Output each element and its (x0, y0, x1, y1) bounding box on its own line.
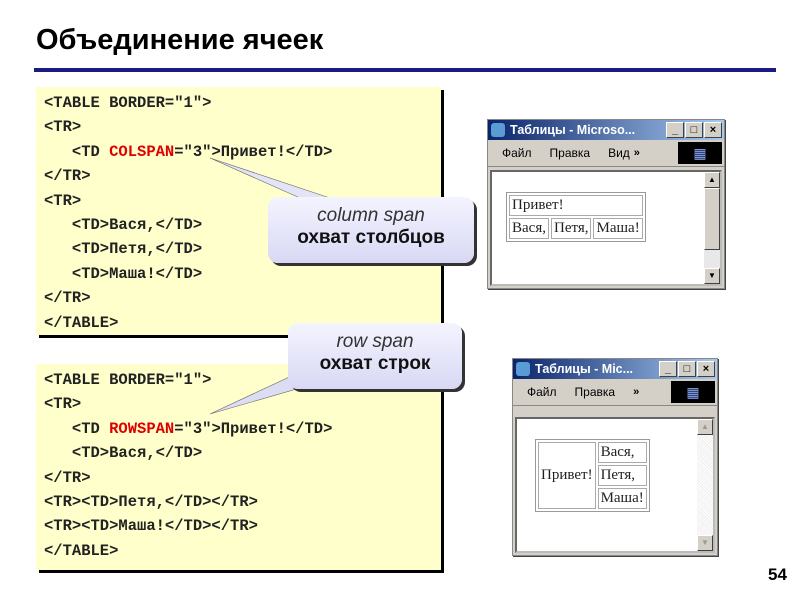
menu-more-chevron[interactable]: » (633, 147, 640, 159)
menu-view[interactable]: Вид (608, 146, 630, 160)
code-line: <TR><TD>Петя,</TD></TR> (44, 492, 258, 511)
code-part: ="3">Привет!</TD> (174, 419, 333, 438)
menu-edit[interactable]: Правка (549, 146, 591, 160)
minimize-button[interactable]: _ (659, 361, 677, 377)
demo-table-rowspan: Привет!Вася, Петя, Маша! (535, 439, 650, 512)
code-line: <TR> (44, 118, 82, 137)
cell: Петя, (597, 465, 647, 486)
cell-rowspan: Привет! (538, 442, 596, 509)
code-part: ="3">Привет!</TD> (174, 142, 333, 161)
code-line: <TD>Петя,</TD> (44, 240, 203, 259)
code-line: </TR> (44, 289, 91, 308)
code-part: <TD (44, 419, 110, 438)
colspan-keyword: COLSPAN (109, 142, 175, 161)
windows-logo-icon: ▦ (671, 381, 715, 403)
colspan-callout: column span охват столбцов (268, 197, 474, 263)
code-line: </TR> (44, 167, 91, 186)
window-title: Таблицы - Mic... (535, 362, 634, 376)
callout-english: row span (336, 331, 414, 352)
maximize-button[interactable]: □ (685, 122, 703, 138)
callout-english: column span (317, 205, 425, 226)
ie-icon (491, 123, 505, 137)
browser-window-colspan: Таблицы - Microso... _□× Файл Правка Вид… (487, 119, 725, 289)
cell: Вася, (597, 442, 647, 463)
callout-russian: охват строк (319, 353, 431, 374)
minimize-button[interactable]: _ (666, 122, 684, 138)
scroll-thumb[interactable] (704, 188, 720, 250)
page-content: Привет!Вася, Петя, Маша! ▲ ▼ (515, 417, 715, 553)
page-number: 54 (768, 565, 787, 584)
code-line: <TD>Вася,</TD> (44, 444, 203, 463)
code-line: <TR> (44, 191, 82, 210)
code-line: <TD>Вася,</TD> (44, 215, 203, 234)
page-content: Привет! Вася,Петя,Маша! ▲ ▼ (490, 170, 722, 286)
code-line: <TD ROWSPAN="3">Привет!</TD> (44, 417, 441, 441)
code-part: <TD (44, 142, 110, 161)
rowspan-code-block: <TABLE BORDER="1"> <TR> <TD ROWSPAN="3">… (36, 364, 441, 570)
close-button[interactable]: × (704, 122, 722, 138)
rowspan-callout: row span охват строк (288, 323, 462, 389)
vertical-scrollbar[interactable]: ▲ ▼ (704, 172, 720, 284)
title-bar: Таблицы - Microso... _□× (488, 120, 724, 140)
menu-bar: Файл Правка Вид » ▦ (488, 140, 724, 167)
cell: Маша! (597, 488, 647, 509)
code-line: <TABLE BORDER="1"> (44, 371, 212, 389)
code-line: <TABLE BORDER="1"> (44, 94, 212, 112)
vertical-scrollbar[interactable]: ▲ ▼ (697, 419, 713, 551)
menu-file[interactable]: Файл (527, 385, 557, 399)
scroll-down-icon[interactable]: ▼ (697, 535, 713, 551)
cell-colspan: Привет! (509, 195, 643, 216)
code-line: <TD COLSPAN="3">Привет!</TD> (44, 140, 441, 164)
code-line: <TD>Маша!</TD> (44, 264, 203, 283)
demo-table-colspan: Привет! Вася,Петя,Маша! (506, 192, 646, 242)
title-rule (34, 68, 776, 72)
code-line: </TABLE> (44, 541, 119, 560)
menu-bar: Файл Правка » ▦ (513, 379, 717, 406)
code-line: </TABLE> (44, 313, 119, 332)
menu-edit[interactable]: Правка (574, 385, 616, 399)
close-button[interactable]: × (697, 361, 715, 377)
windows-logo-icon: ▦ (678, 142, 722, 164)
window-title: Таблицы - Microso... (510, 123, 636, 137)
cell: Вася, (509, 218, 549, 239)
callout-russian: охват столбцов (297, 227, 445, 248)
title-bar: Таблицы - Mic... _□× (513, 359, 717, 379)
slide-title: Объединение ячеек (36, 24, 324, 56)
scroll-down-icon[interactable]: ▼ (704, 268, 720, 284)
colspan-code-block: <TABLE BORDER="1"> <TR> <TD COLSPAN="3">… (36, 87, 441, 335)
colspan-callout-tail (209, 157, 331, 199)
browser-window-rowspan: Таблицы - Mic... _□× Файл Правка » ▦ При… (512, 358, 718, 556)
cell: Маша! (593, 218, 643, 239)
maximize-button[interactable]: □ (678, 361, 696, 377)
cell: Петя, (550, 218, 592, 239)
code-line: <TR><TD>Маша!</TD></TR> (44, 517, 258, 536)
rowspan-keyword: ROWSPAN (109, 419, 175, 438)
code-line: </TR> (44, 468, 91, 487)
code-line: <TR> (44, 395, 82, 414)
rowspan-callout-tail (209, 371, 301, 415)
menu-more-chevron[interactable]: » (633, 386, 640, 398)
scroll-up-icon[interactable]: ▲ (697, 419, 713, 435)
menu-file[interactable]: Файл (502, 146, 532, 160)
scroll-up-icon[interactable]: ▲ (704, 172, 720, 188)
ie-icon (516, 362, 530, 376)
